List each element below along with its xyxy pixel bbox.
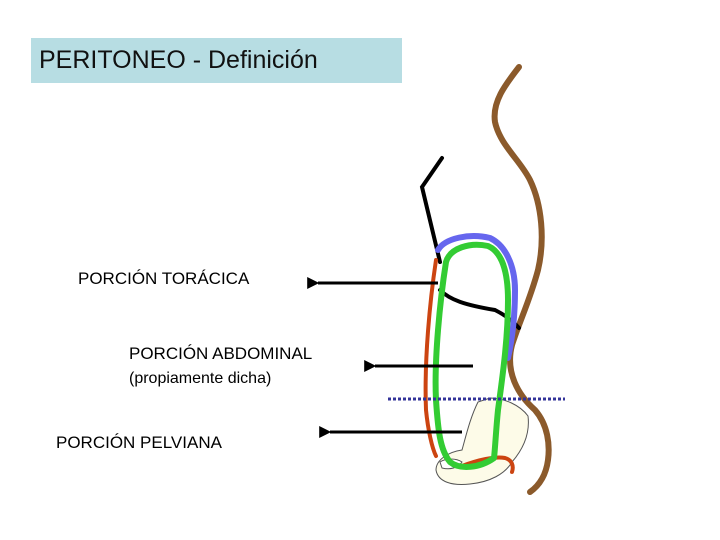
pelvis-bone <box>435 397 529 485</box>
label-pelvic-portion: PORCIÓN PELVIANA <box>56 433 222 452</box>
parietal-peritoneum <box>423 258 438 458</box>
abdominal-wall <box>491 64 552 495</box>
page-title: PERITONEO - Definición <box>31 38 402 83</box>
parietal-peritoneum-pelvic <box>460 455 515 474</box>
label-thoracic-portion: PORCIÓN TORÁCICA <box>78 269 250 288</box>
label-abdominal-subtitle: (propiamente dicha) <box>129 370 272 387</box>
diaphragm-peritoneum <box>435 233 519 361</box>
label-abdominal-portion: PORCIÓN ABDOMINAL <box>129 344 313 363</box>
